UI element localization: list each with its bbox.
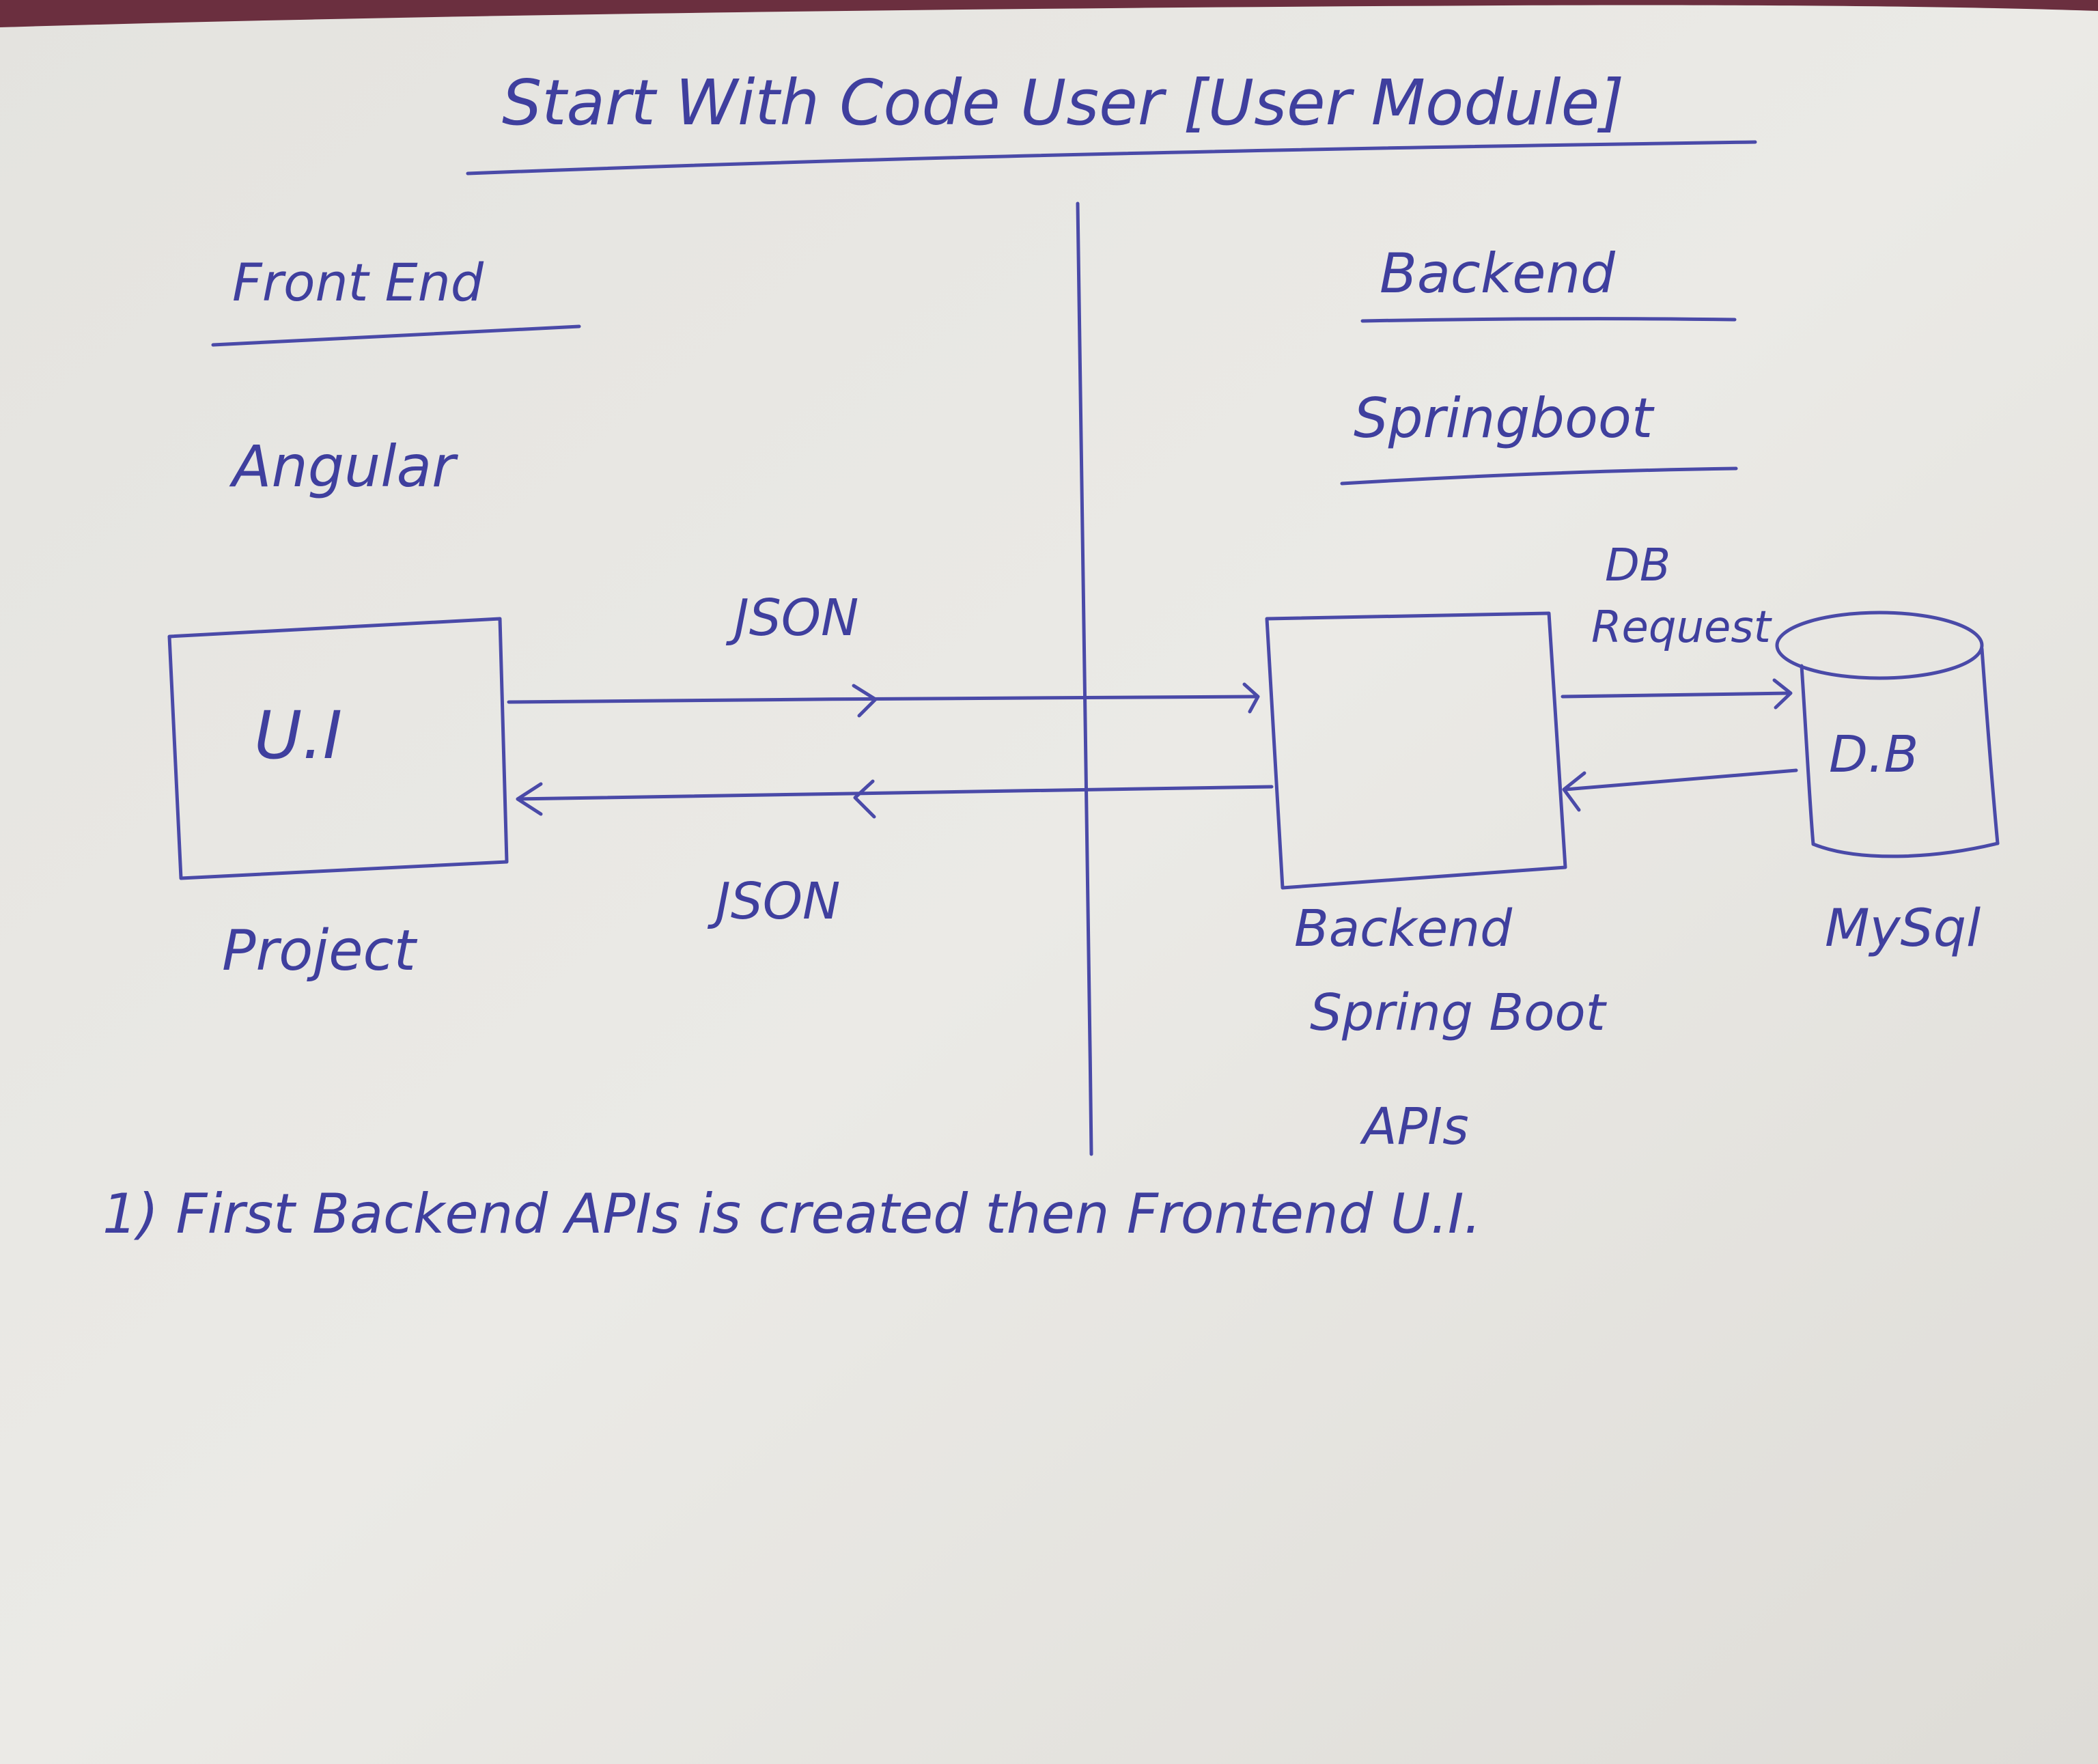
frontend-technology: Angular (229, 433, 458, 500)
section-divider (1076, 201, 1093, 1156)
json-response-arrow (516, 785, 1274, 801)
db-response-arrowhead (1562, 771, 1586, 812)
frontend-heading-underline (211, 324, 581, 347)
backend-caption-line1: Backend (1294, 899, 1513, 958)
db-request-label-line1: DB (1605, 539, 1670, 591)
db-request-label-line2: Request (1591, 602, 1773, 653)
json-request-label: JSON (725, 589, 858, 647)
backend-technology-underline (1340, 466, 1738, 486)
frontend-caption: Project (222, 919, 418, 983)
diagram-title: Start With Code User [User Module] (502, 66, 1624, 139)
ui-box (167, 617, 509, 880)
backend-caption-line3: APIs (1360, 1097, 1469, 1156)
json-response-label: JSON (707, 872, 840, 931)
backend-caption-line2: Spring Boot (1310, 983, 1608, 1042)
json-request-arrowhead-mid (852, 684, 878, 718)
paper-sheet (0, 5, 2098, 1764)
note-text: 1) First Backend APIs is created then Fr… (102, 1182, 1481, 1246)
backend-heading-underline (1360, 317, 1737, 323)
database-cylinder (1775, 611, 2000, 858)
json-response-arrowhead-end (516, 782, 543, 816)
backend-technology: Springboot (1354, 387, 1655, 450)
json-response-arrowhead-mid (853, 779, 876, 819)
json-request-arrowhead-end (1242, 682, 1260, 714)
backend-box (1265, 611, 1567, 890)
database-box-label: D.B (1829, 725, 1918, 784)
db-request-arrow (1561, 691, 1791, 699)
frontend-heading: Front End (232, 252, 484, 313)
db-request-arrowhead (1772, 678, 1793, 710)
ui-box-label: U.I (254, 697, 342, 774)
json-request-arrow (507, 695, 1259, 704)
backend-heading: Backend (1380, 242, 1616, 305)
db-response-arrow (1563, 768, 1798, 792)
title-underline (466, 140, 1757, 176)
database-caption: MySql (1825, 897, 1981, 958)
